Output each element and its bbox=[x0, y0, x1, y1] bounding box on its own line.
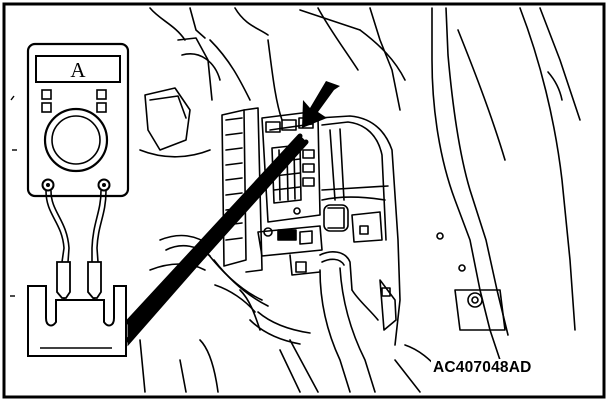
ammeter-icon bbox=[26, 42, 130, 198]
fuse-icon bbox=[27, 285, 127, 357]
edge-ticks bbox=[10, 95, 17, 297]
meter-leads bbox=[45, 190, 107, 263]
probe-leads bbox=[125, 133, 309, 347]
callout-arrow-icon bbox=[302, 81, 340, 128]
meter-unit-label: A bbox=[70, 58, 86, 82]
engine-bay-linework bbox=[139, 7, 581, 393]
probe-tips bbox=[56, 261, 102, 340]
figure-code: AC407048AD bbox=[431, 359, 535, 377]
